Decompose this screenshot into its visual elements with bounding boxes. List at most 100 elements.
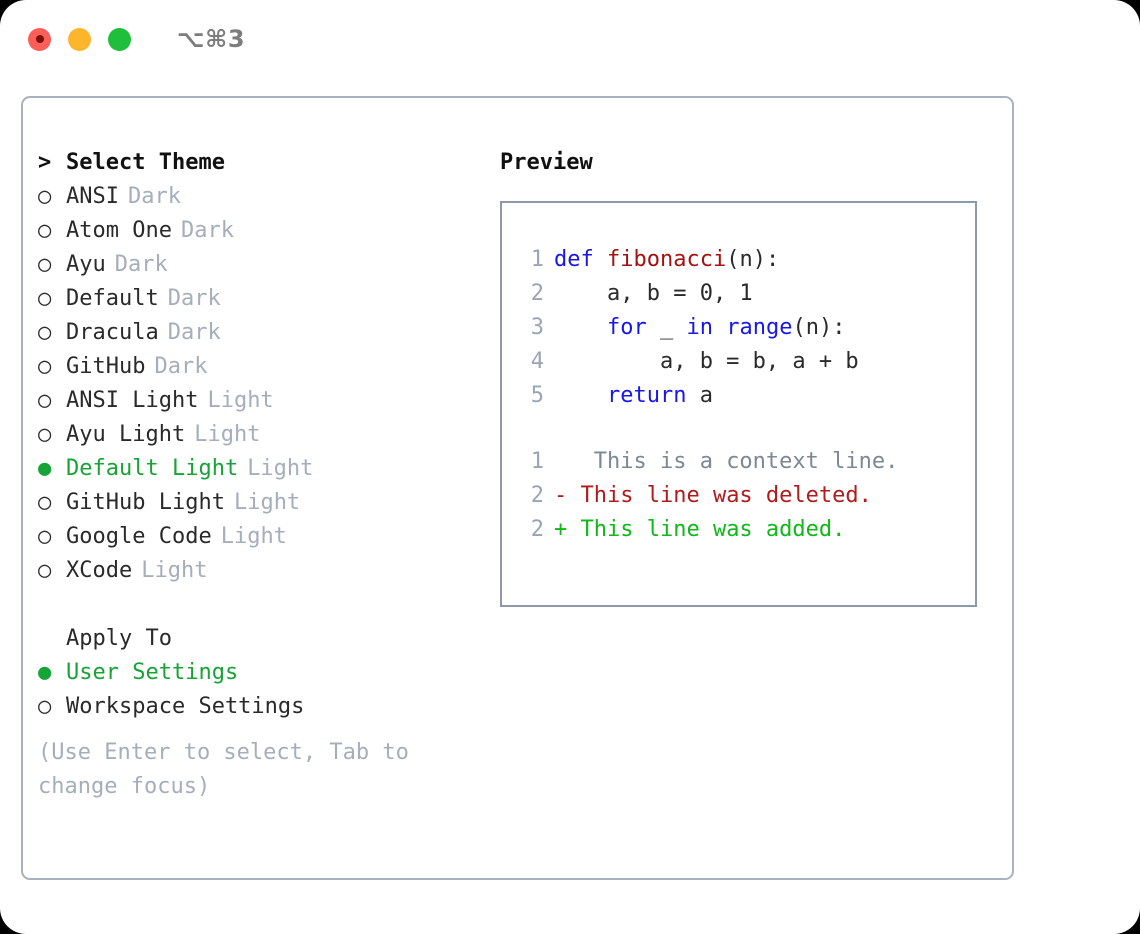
- theme-item-label: GitHub: [66, 354, 146, 379]
- radio-unselected-icon[interactable]: ○: [38, 184, 52, 209]
- theme-list-item[interactable]: ● Default Light Light: [38, 452, 478, 486]
- theme-item-label: XCode: [66, 558, 133, 583]
- radio-unselected-icon[interactable]: ○: [38, 422, 52, 447]
- apply-to-heading: Apply To: [38, 622, 478, 656]
- code-line: 3 for _ in range(n):: [518, 311, 975, 345]
- radio-selected-icon[interactable]: ●: [38, 660, 52, 685]
- code-token: [554, 315, 607, 340]
- radio-unselected-icon[interactable]: ○: [38, 388, 52, 413]
- theme-item-label: Dracula: [66, 320, 159, 345]
- diff-line-number: 2: [530, 483, 544, 508]
- code-diff-gap: [518, 413, 975, 445]
- diff-line: 2+ This line was added.: [518, 513, 975, 547]
- theme-list-item[interactable]: ○ Default Dark: [38, 282, 478, 316]
- section-spacer: [38, 588, 478, 622]
- theme-item-category: Dark: [127, 184, 181, 209]
- radio-unselected-icon[interactable]: ○: [38, 558, 52, 583]
- caret-icon: >: [38, 150, 52, 175]
- theme-list-item[interactable]: ○ Ayu Dark: [38, 248, 478, 282]
- code-line: 5 return a: [518, 379, 975, 413]
- theme-item-category: Dark: [114, 252, 168, 277]
- select-theme-heading: > Select Theme: [38, 146, 478, 180]
- keyboard-shortcut-label: ⌥⌘3: [177, 25, 246, 53]
- diff-line-number: 1: [530, 449, 544, 474]
- theme-item-category: Dark: [167, 286, 221, 311]
- code-line-number: 4: [530, 349, 544, 374]
- radio-unselected-icon[interactable]: ○: [38, 694, 52, 719]
- window-controls: [28, 27, 131, 51]
- apply-to-item[interactable]: ○ Workspace Settings: [38, 690, 478, 724]
- radio-unselected-icon[interactable]: ○: [38, 490, 52, 515]
- diff-text: This is a context line.: [567, 449, 899, 474]
- code-token: a, b = b, a + b: [554, 349, 859, 374]
- code-token: [554, 383, 607, 408]
- code-token: for: [606, 315, 647, 340]
- minimize-button-icon[interactable]: [68, 27, 91, 51]
- theme-item-label: ANSI Light: [66, 388, 199, 413]
- code-token: fibonacci: [607, 247, 727, 272]
- close-button-icon[interactable]: [28, 27, 51, 51]
- theme-list-item[interactable]: ○ Atom One Dark: [38, 214, 478, 248]
- close-inner-dot: [35, 35, 44, 43]
- radio-unselected-icon[interactable]: ○: [38, 218, 52, 243]
- preview-title: Preview: [500, 150, 593, 175]
- code-token: a, b = 0, 1: [554, 281, 753, 306]
- code-token: return: [606, 383, 687, 408]
- radio-unselected-icon[interactable]: ○: [38, 524, 52, 549]
- theme-item-category: Light: [247, 456, 314, 481]
- code-token: [594, 247, 607, 272]
- zoom-button-icon[interactable]: [108, 27, 131, 51]
- code-line-number: 5: [530, 383, 544, 408]
- keyboard-hint-text: (Use Enter to select, Tab to change focu…: [38, 740, 409, 799]
- code-token: [713, 315, 726, 340]
- diff-sample: 1 This is a context line. 2- This line wa…: [518, 445, 975, 547]
- diff-line: 1 This is a context line.: [518, 445, 975, 479]
- radio-unselected-icon[interactable]: ○: [38, 354, 52, 379]
- radio-selected-icon[interactable]: ●: [38, 456, 52, 481]
- theme-item-label: Atom One: [66, 218, 172, 243]
- radio-unselected-icon[interactable]: ○: [38, 252, 52, 277]
- apply-to-item-label: Workspace Settings: [66, 694, 305, 719]
- code-line: 2 a, b = 0, 1: [518, 277, 975, 311]
- code-line-number: 2: [530, 281, 544, 306]
- theme-item-label: Ayu: [66, 252, 106, 277]
- code-token: range: [726, 315, 793, 340]
- theme-list-item[interactable]: ○ ANSI Light Light: [38, 384, 478, 418]
- theme-list-item[interactable]: ○ GitHub Light Light: [38, 486, 478, 520]
- theme-item-category: Dark: [180, 218, 234, 243]
- theme-item-label: Default Light: [66, 456, 239, 481]
- radio-unselected-icon[interactable]: ○: [38, 320, 52, 345]
- code-token: (n):: [726, 247, 780, 272]
- theme-item-label: GitHub Light: [66, 490, 225, 515]
- code-token: def: [554, 247, 594, 272]
- theme-item-category: Light: [207, 388, 274, 413]
- theme-item-label: Default: [66, 286, 159, 311]
- code-token: in: [686, 315, 713, 340]
- diff-marker: +: [554, 517, 568, 542]
- apply-to-item[interactable]: ●User Settings: [38, 656, 478, 690]
- diff-marker: -: [554, 483, 568, 508]
- theme-item-category: Light: [194, 422, 261, 447]
- diff-text: This line was deleted.: [567, 483, 872, 508]
- code-line-number: 3: [530, 315, 544, 340]
- apply-to-list: ●User Settings ○ Workspace Settings: [38, 656, 478, 724]
- code-line: 4 a, b = b, a + b: [518, 345, 975, 379]
- theme-list-item[interactable]: ○ XCode Light: [38, 554, 478, 588]
- diff-marker: [554, 449, 567, 474]
- theme-item-category: Light: [141, 558, 208, 583]
- theme-item-category: Light: [233, 490, 301, 515]
- radio-unselected-icon[interactable]: ○: [38, 286, 52, 311]
- code-token: (n):: [792, 315, 846, 340]
- diff-text: This line was added.: [567, 517, 846, 542]
